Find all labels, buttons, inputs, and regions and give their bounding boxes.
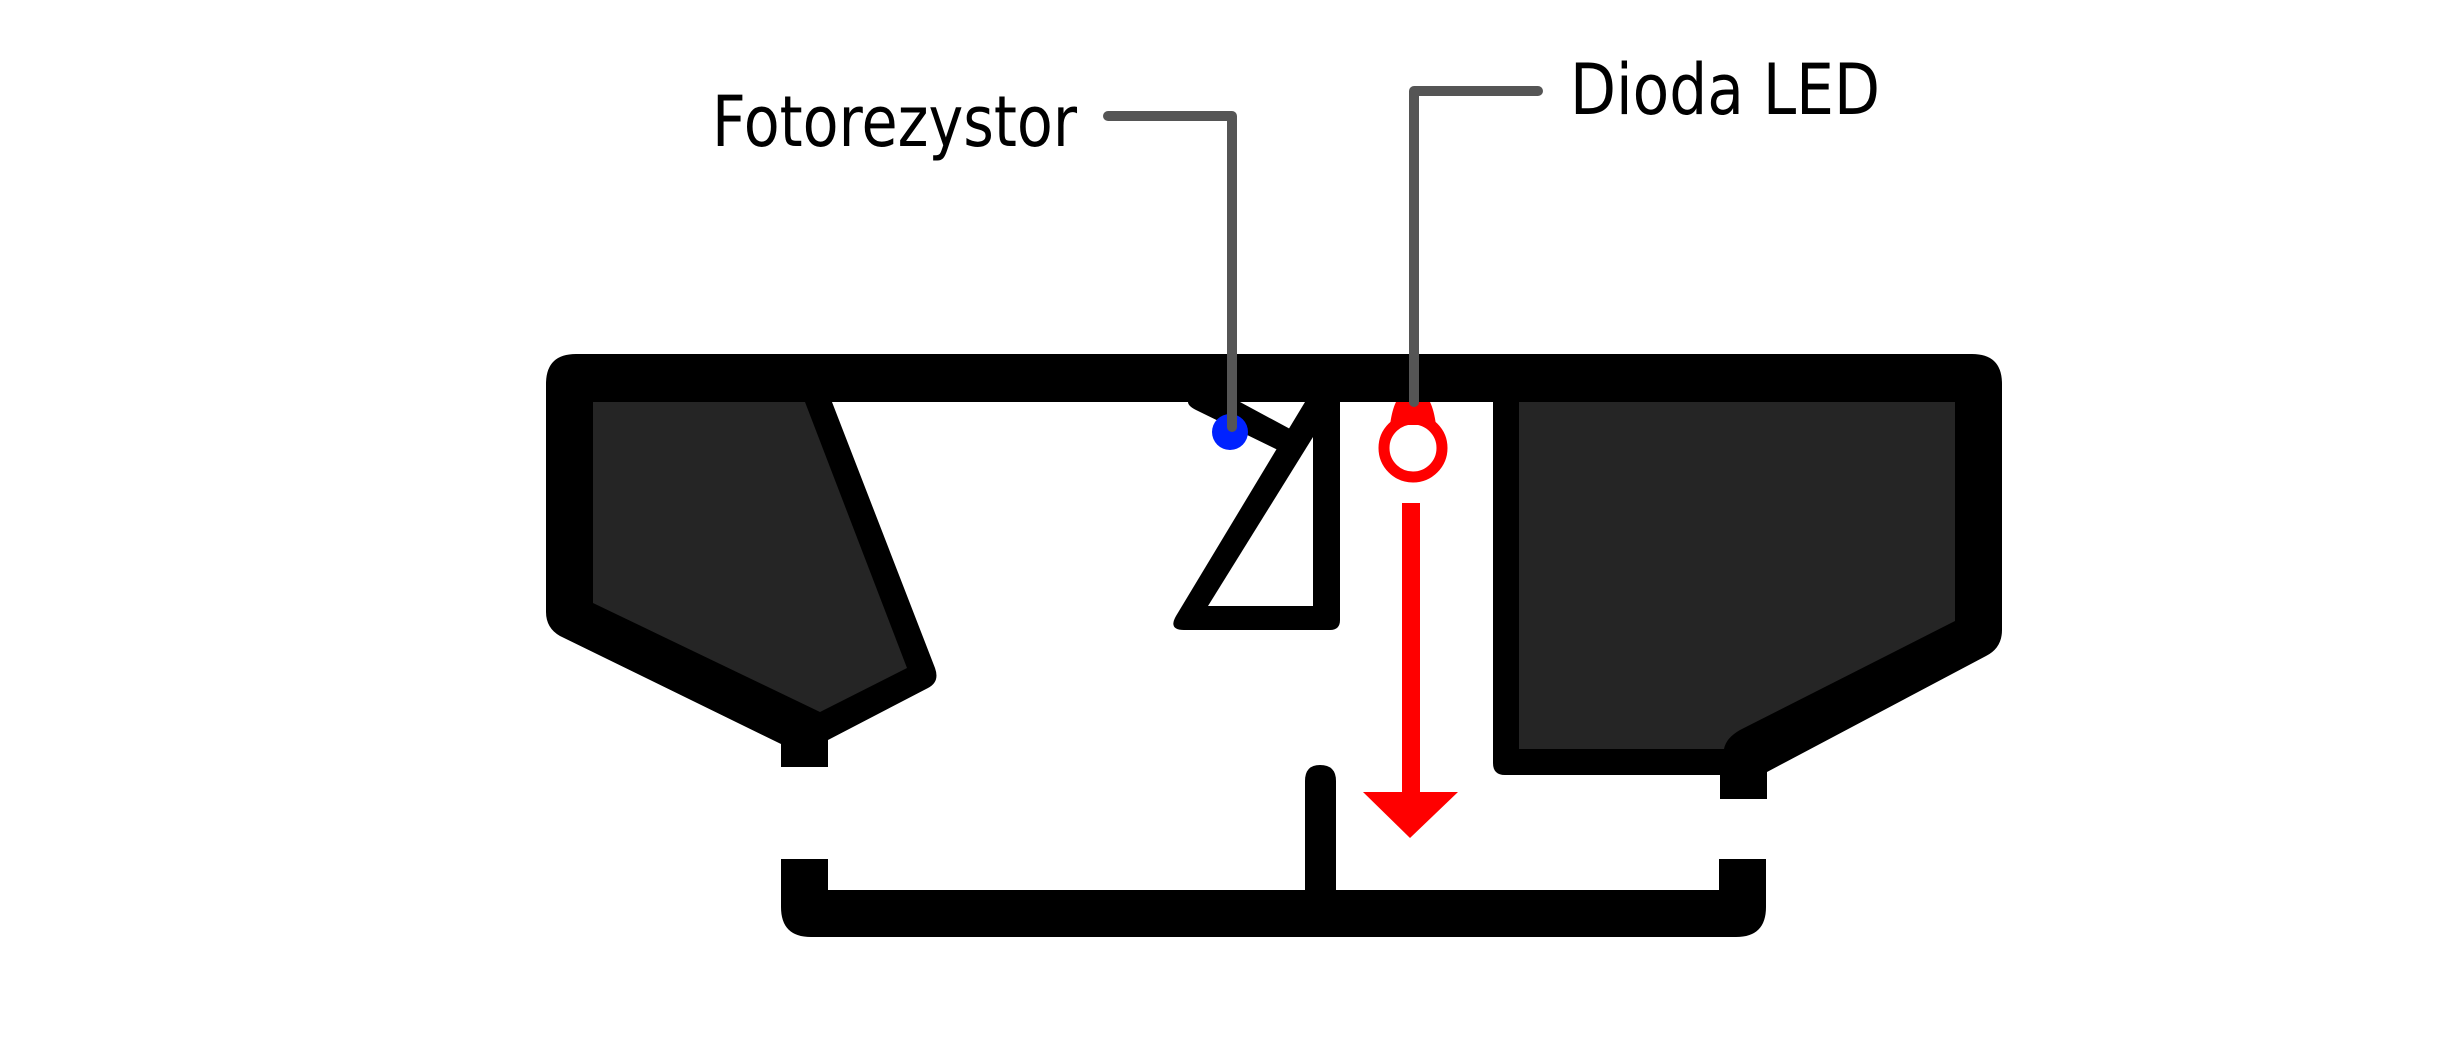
bracket-outer [781, 765, 1766, 937]
led-callout-line [1409, 86, 1543, 407]
top-bar [1020, 354, 1580, 402]
photoresistor-icon [1212, 414, 1248, 450]
prism-inner [1208, 437, 1313, 606]
left-housing-block [546, 354, 1180, 767]
photoresistor-callout-line [1103, 111, 1237, 432]
prism [1173, 402, 1340, 630]
left-block-fill [593, 402, 907, 712]
led-icon [1378, 402, 1448, 483]
arrow-head [1363, 792, 1458, 838]
photoresistor-label: Fotorezystor [712, 81, 1077, 163]
right-housing-block [1493, 354, 2002, 799]
arrow-shaft [1402, 503, 1420, 795]
led-label: Dioda LED [1570, 49, 1880, 131]
light-direction-arrow [1363, 503, 1458, 838]
right-block-fill [1519, 402, 1955, 749]
base-bracket [781, 765, 1766, 937]
